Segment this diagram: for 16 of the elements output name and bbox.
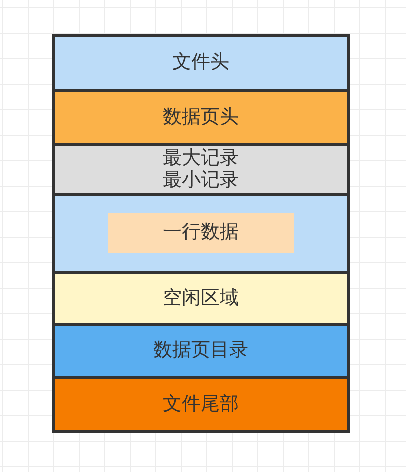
layer-label: 最小记录 bbox=[163, 170, 239, 192]
layer-band bbox=[52, 143, 350, 196]
layer-band bbox=[52, 89, 350, 146]
layer-label: 数据页头 bbox=[163, 106, 239, 128]
layer-band bbox=[52, 271, 350, 326]
layer-label: 文件头 bbox=[172, 52, 230, 74]
layer-label: 文件尾部 bbox=[163, 394, 239, 416]
row-block bbox=[108, 213, 294, 253]
layer-label: 数据页目录 bbox=[154, 340, 248, 362]
layer-label: 最大记录 bbox=[163, 148, 239, 170]
layer-band bbox=[52, 34, 350, 92]
layer-band bbox=[52, 376, 350, 433]
row-label: 一行数据 bbox=[163, 222, 239, 244]
layer-label: 空闲区域 bbox=[163, 288, 239, 310]
layer-band bbox=[52, 323, 350, 379]
layer-band bbox=[52, 193, 350, 274]
